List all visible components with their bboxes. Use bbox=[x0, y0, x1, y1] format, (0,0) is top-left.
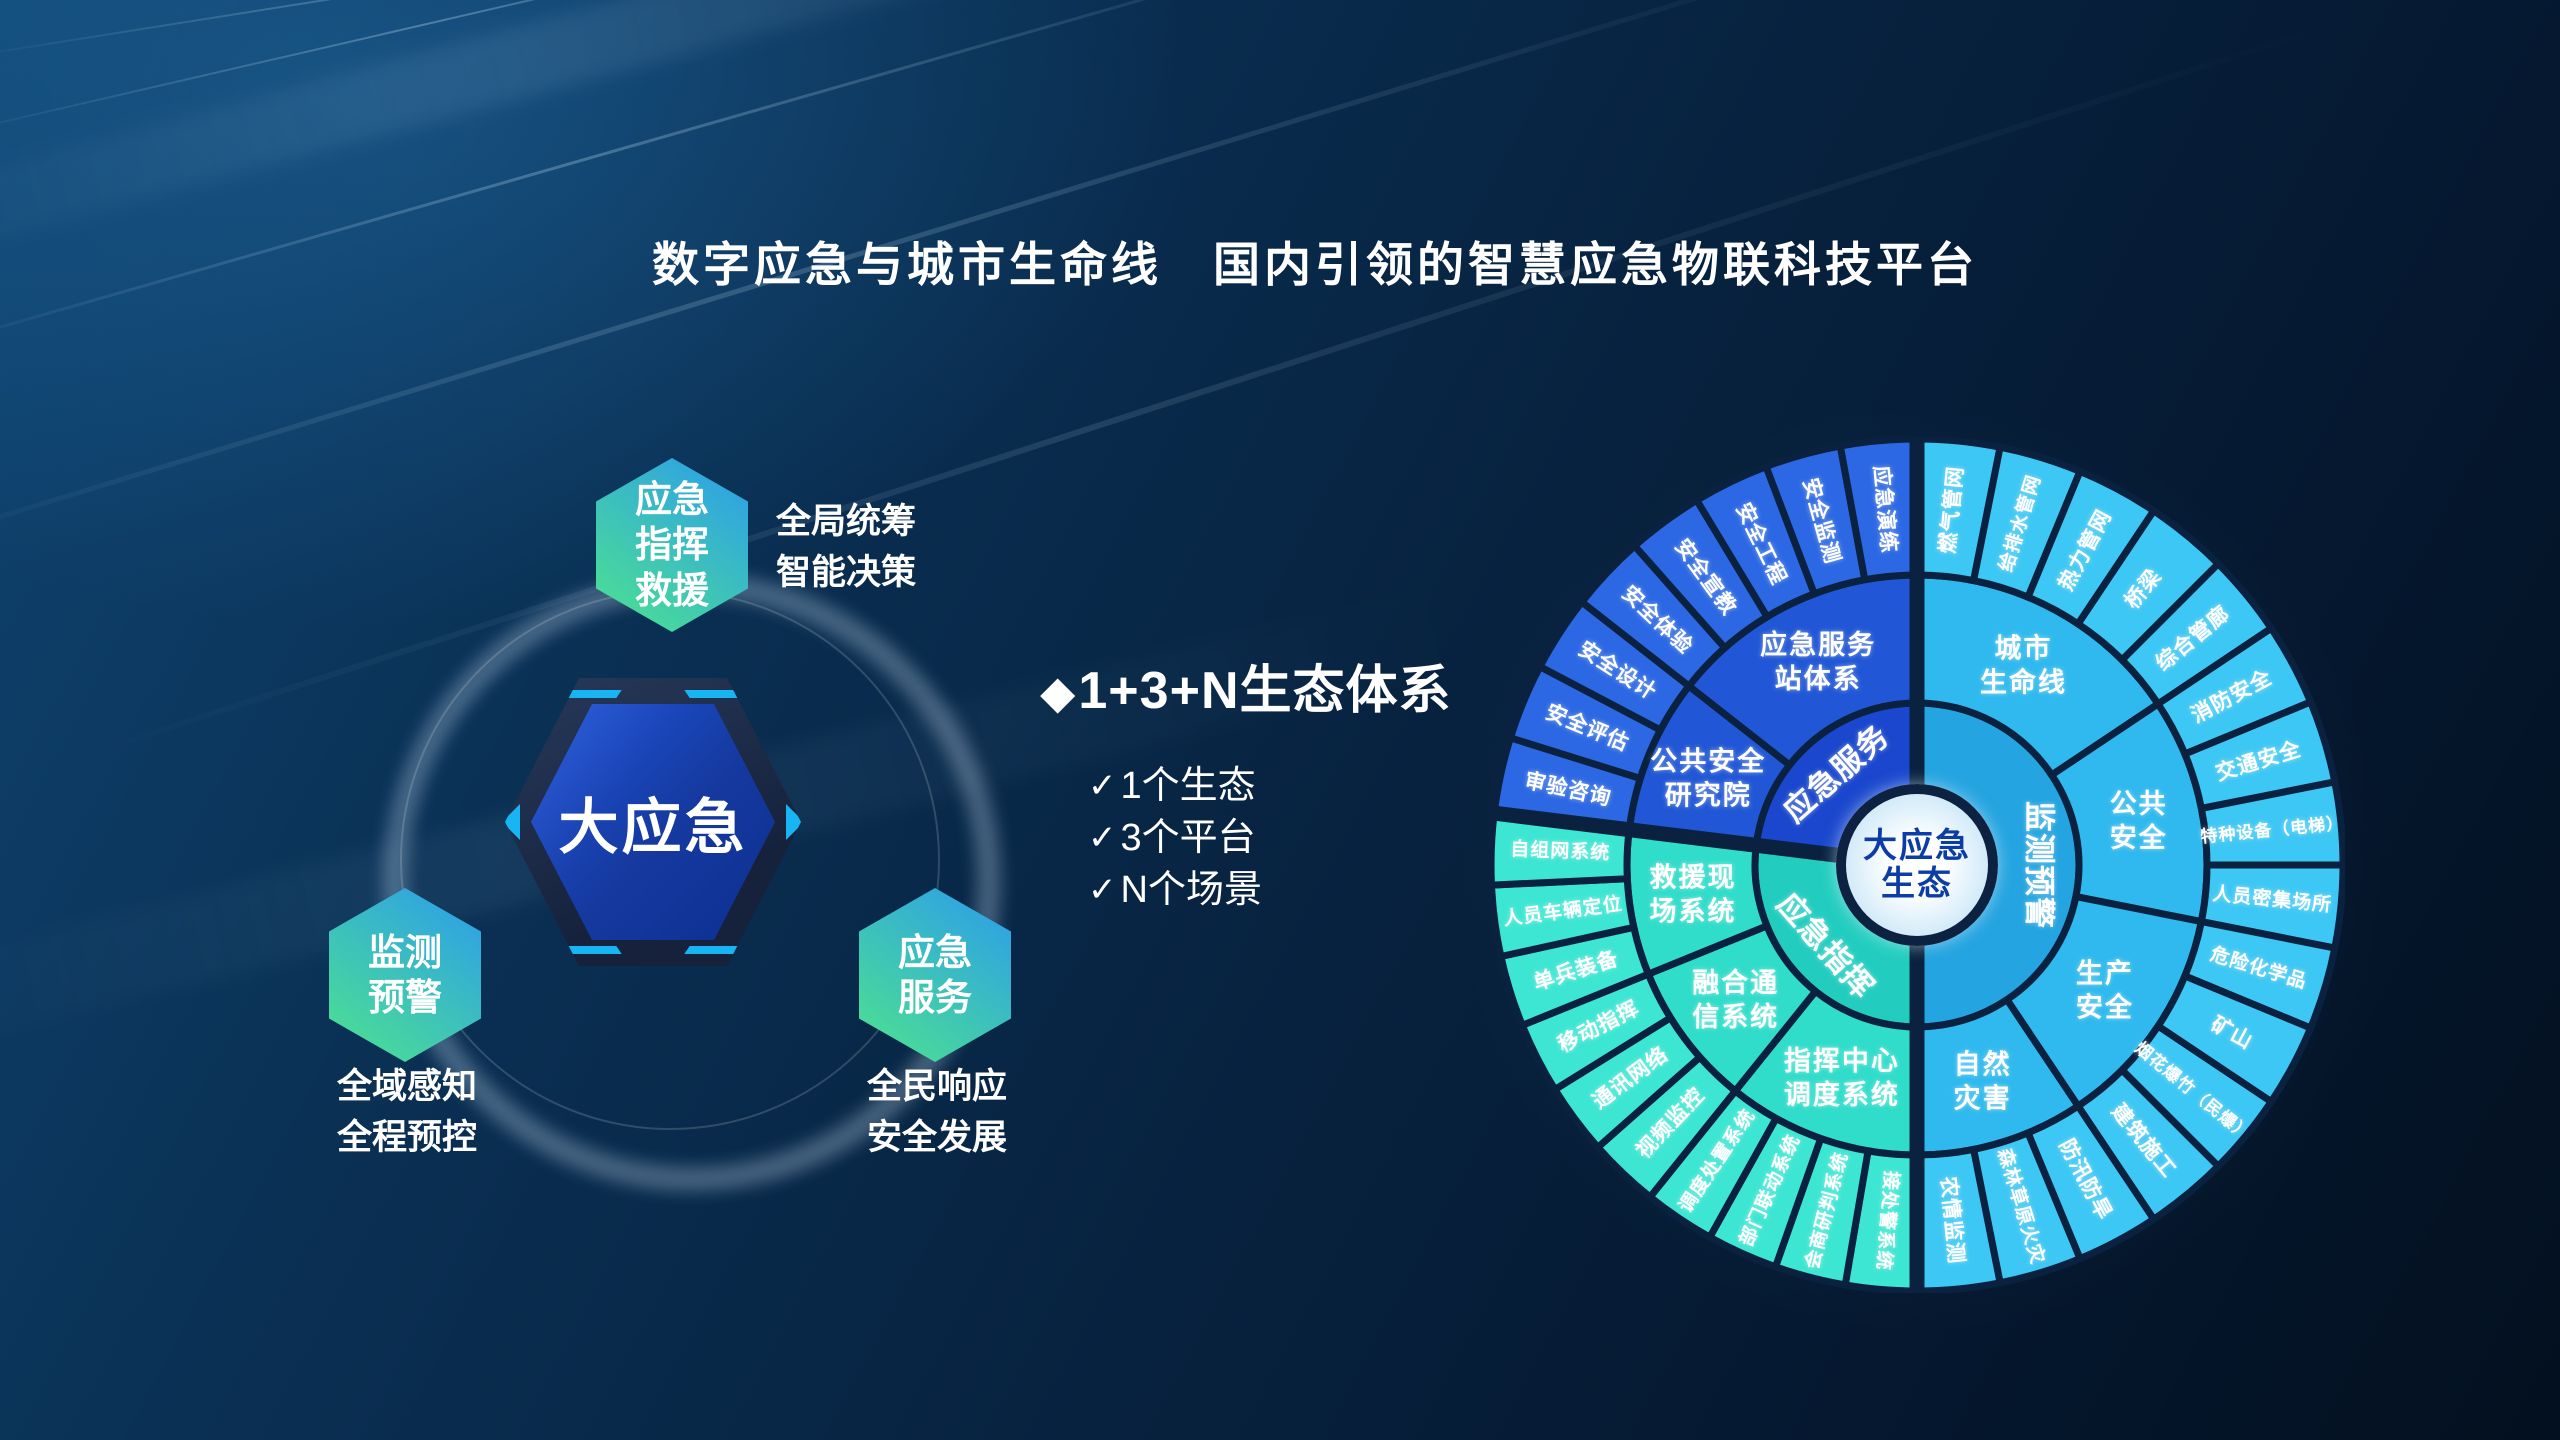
check-icon: ✓ bbox=[1088, 767, 1117, 805]
wheel-group-label: 城市 bbox=[1995, 633, 2053, 664]
hex-node-label-line: 应急 bbox=[898, 931, 972, 973]
wheel-divider bbox=[1489, 804, 1849, 864]
list-item: ✓ 1个生态 bbox=[1088, 765, 1256, 807]
wheel-group-label: 安全 bbox=[2110, 822, 2168, 853]
wheel-group-label: 场系统 bbox=[1650, 896, 1737, 927]
wheel-segments bbox=[1489, 437, 2345, 1293]
caption-command: 全局统筹 智能决策 bbox=[776, 502, 917, 592]
ecosystem-wheel: 监测预警城市生命线燃气管网给排水管网热力管网桥梁综合管廊公共安全消防安全交通安全… bbox=[1489, 437, 2345, 1293]
hex-node-label-line: 指挥 bbox=[635, 524, 709, 566]
hex-node-label-line: 预警 bbox=[368, 977, 442, 1018]
wheel-group-label: 应急服务 bbox=[1760, 629, 1876, 660]
ecosystem-list: ✓ 1个生态 ✓ 3个平台 ✓ N个场景 bbox=[1088, 766, 1262, 922]
wheel-center-circle bbox=[1836, 784, 1998, 946]
list-item: ✓ N个场景 bbox=[1088, 869, 1262, 911]
wheel-group-label: 安全 bbox=[2076, 992, 2134, 1023]
caption-service: 全民响应 安全发展 bbox=[866, 1067, 1007, 1157]
check-icon: ✓ bbox=[1088, 819, 1117, 857]
hex-node-monitoring-warning: 监测 预警 bbox=[329, 888, 481, 1062]
hex-node-label-line: 救援 bbox=[635, 569, 709, 611]
wheel-group-label: 指挥中心 bbox=[1784, 1046, 1900, 1076]
background-streak bbox=[0, 0, 1419, 363]
center-hexagon-label: 大应急 bbox=[558, 793, 748, 861]
list-item: ✓ 3个平台 bbox=[1088, 817, 1256, 859]
wheel-group-label: 自然 bbox=[1954, 1048, 2012, 1079]
wheel-group-label: 生产 bbox=[2076, 959, 2134, 989]
wheel-group-label: 信系统 bbox=[1692, 1001, 1779, 1032]
hex-node-label-line: 应急 bbox=[635, 479, 709, 521]
wheel-group-label: 救援现 bbox=[1650, 863, 1737, 893]
center-hexagon-face: 大应急 bbox=[531, 704, 775, 940]
wheel-segment-label: 自组网系统 bbox=[1510, 837, 1611, 864]
wheel-center-label: 大应急 bbox=[1863, 827, 1971, 865]
wheel-center-label: 生态 bbox=[1881, 865, 1953, 903]
diamond-bullet-icon: ◆ bbox=[1040, 666, 1077, 718]
wheel-group-label: 研究院 bbox=[1665, 779, 1752, 810]
page-title: 数字应急与城市生命线 国内引领的智慧应急物联科技平台 bbox=[652, 238, 1978, 291]
background-streak bbox=[0, 0, 1041, 142]
wheel-group-label: 融合通 bbox=[1692, 967, 1779, 998]
background-streak bbox=[0, 0, 751, 62]
wheel-group-label: 公共 bbox=[2110, 789, 2168, 819]
wheel-sector-label: 监测预警 bbox=[2022, 801, 2057, 929]
hex-node-label-line: 服务 bbox=[898, 977, 972, 1018]
wheel-group-label: 调度系统 bbox=[1784, 1079, 1900, 1110]
wheel-group-label: 生命线 bbox=[1980, 667, 2067, 698]
ecosystem-heading: ◆1+3+N生态体系 bbox=[1040, 662, 1452, 720]
wheel-group-label: 灾害 bbox=[1954, 1082, 2012, 1113]
check-icon: ✓ bbox=[1088, 871, 1117, 909]
wheel-group-label: 公共安全 bbox=[1650, 745, 1766, 776]
caption-monitoring: 全域感知 全程预控 bbox=[336, 1067, 477, 1157]
wheel-group-label: 站体系 bbox=[1775, 664, 1862, 694]
hex-node-label-line: 监测 bbox=[368, 931, 442, 973]
